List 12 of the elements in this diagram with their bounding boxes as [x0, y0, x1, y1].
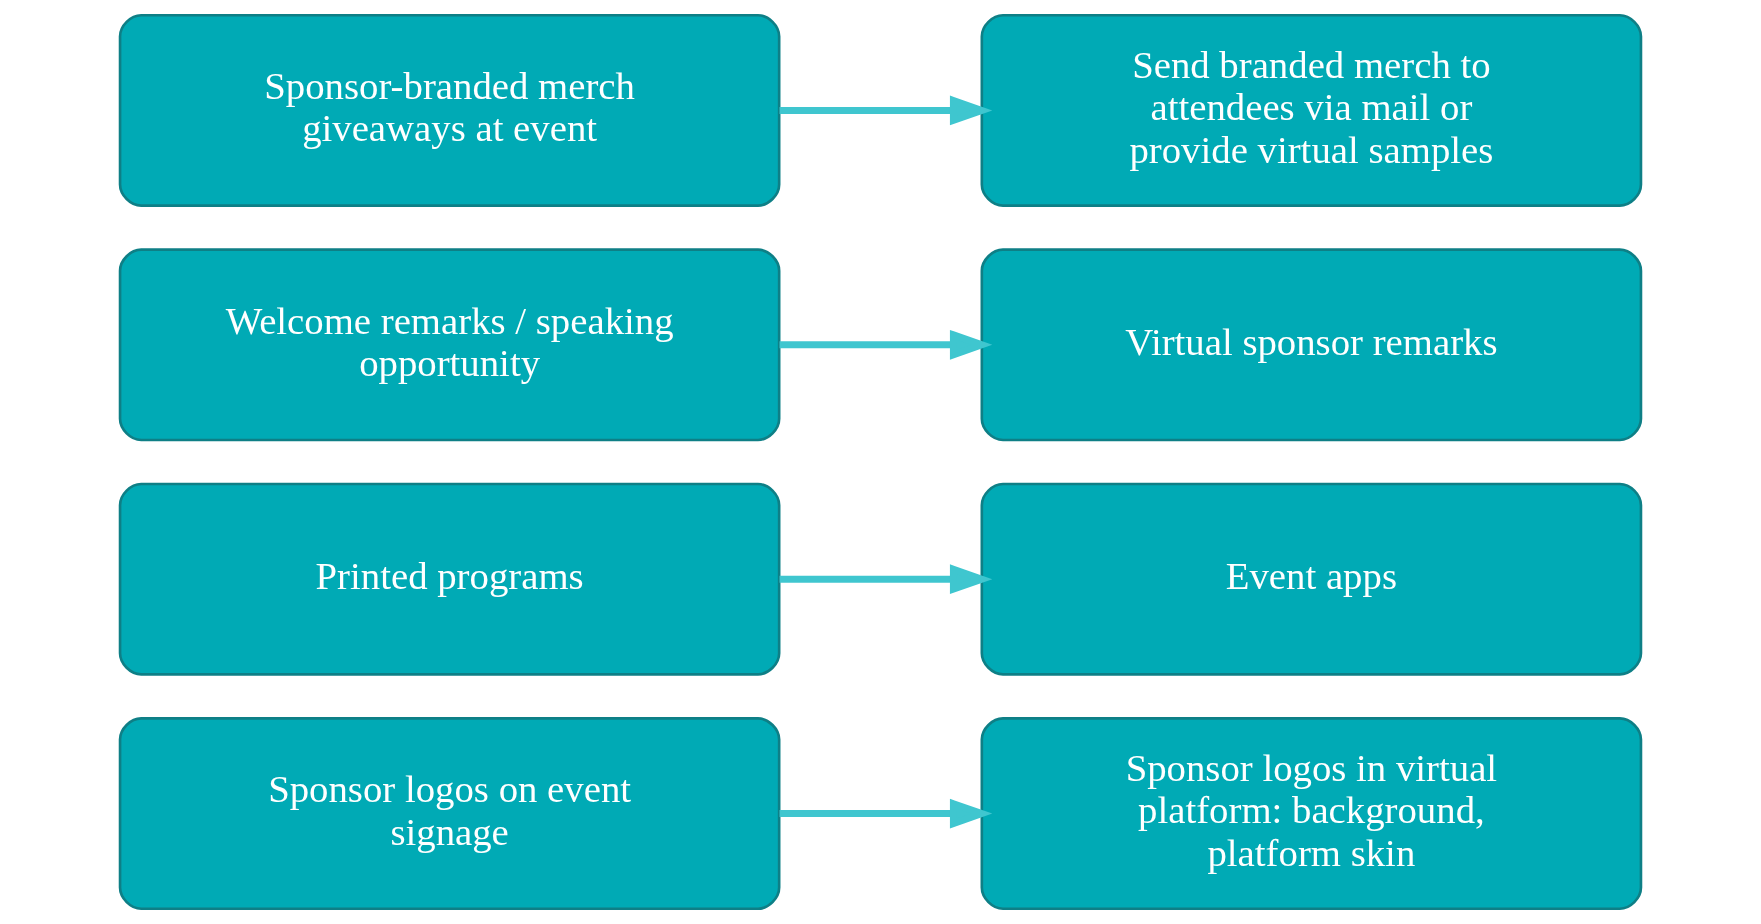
node-box: Sponsor logos on event signage	[118, 717, 781, 911]
node-box: Welcome remarks / speaking opportunity	[118, 248, 781, 442]
node-box: Virtual sponsor remarks	[980, 248, 1643, 442]
node-box: Send branded merch to attendees via mail or provide virtual samples	[980, 13, 1643, 207]
arrow	[779, 329, 993, 360]
arrow	[779, 798, 993, 829]
node-box: Event apps	[980, 482, 1643, 676]
arrow	[779, 95, 993, 126]
node-box: Sponsor-branded merch giveaways at event	[118, 13, 781, 207]
arrow	[779, 564, 993, 595]
node-box: Sponsor logos in virtual platform: background, platform skin	[980, 717, 1643, 911]
node-box: Printed programs	[118, 482, 781, 676]
